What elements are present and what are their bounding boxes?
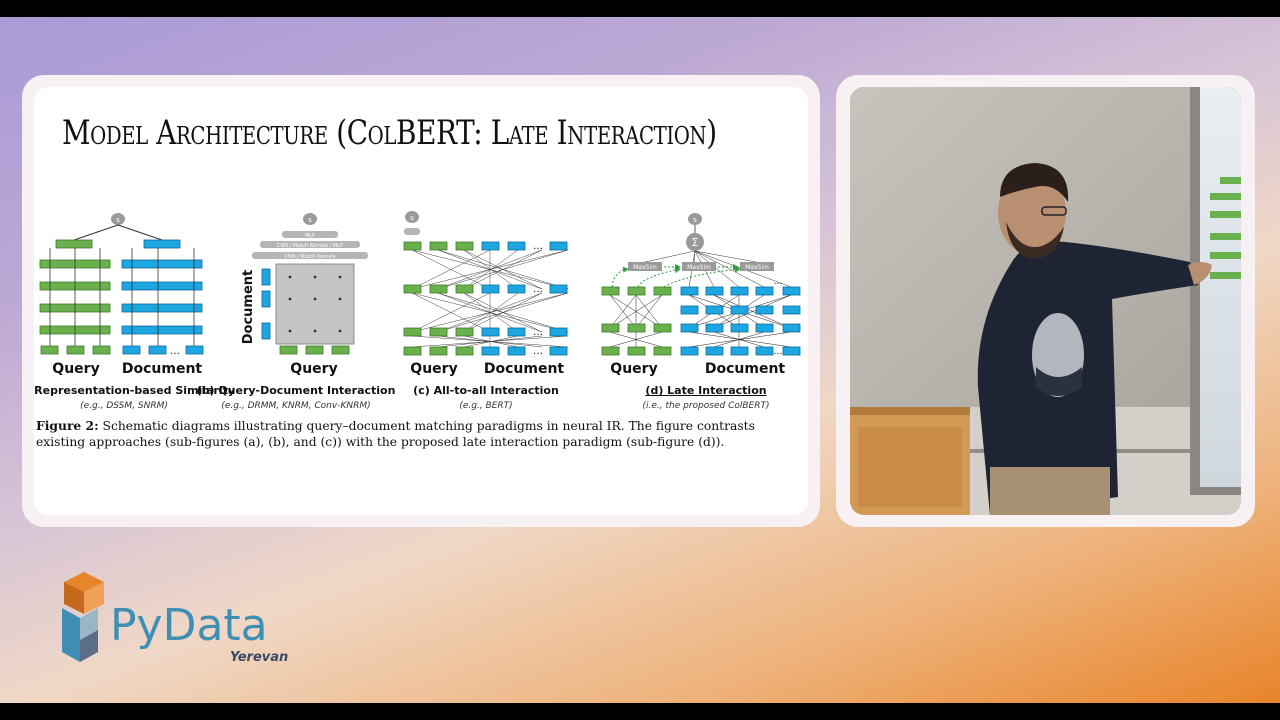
- slide-frame: Model Architecture (ColBERT: Late Intera…: [22, 75, 820, 527]
- letterbox-top: [0, 0, 1280, 17]
- pydata-cube-icon: [62, 572, 104, 662]
- svg-text:…: …: [533, 241, 543, 252]
- figure-caption-lead: Figure 2:: [36, 418, 99, 433]
- figure-caption-text: Schematic diagrams illustrating query–do…: [36, 419, 755, 449]
- speaker-scene: [850, 87, 1241, 515]
- panel-d-caption: (d) Late Interaction: [645, 384, 767, 397]
- svg-text:s: s: [693, 216, 697, 224]
- pydata-wordmark: PyData: [110, 600, 268, 651]
- speaker-hand: [1188, 262, 1212, 285]
- svg-text:MaxSim: MaxSim: [745, 264, 769, 271]
- panel-b-caption: (b) Query-Document Interaction: [196, 384, 396, 397]
- panel-d-query-label: Query: [610, 361, 657, 377]
- slide-title: Model Architecture (ColBERT: Late Intera…: [62, 113, 717, 153]
- panel-d-diagram: s Σ MaxSim MaxSim MaxSim: [601, 213, 801, 377]
- panel-c-diagram: s: [403, 211, 569, 377]
- panel-d-example: (i.e., the proposed ColBERT): [642, 401, 770, 411]
- svg-text:…: …: [533, 327, 543, 338]
- figure-caption: Figure 2: Schematic diagrams illustratin…: [36, 418, 796, 450]
- panel-c-query-label: Query: [410, 361, 457, 377]
- speaker-face: [998, 171, 1066, 255]
- panel-c-example: (e.g., BERT): [459, 401, 513, 411]
- figure-diagram: s: [39, 211, 801, 377]
- speaker-pants: [990, 467, 1110, 515]
- pydata-city: Yerevan: [230, 650, 289, 665]
- svg-text:…: …: [533, 284, 543, 295]
- panel-a-example: (e.g., DSSM, SNRM): [80, 401, 168, 411]
- speaker-body: [977, 241, 1198, 515]
- figure-2: s: [34, 207, 808, 422]
- score-node-label: s: [116, 216, 120, 224]
- panel-a-caption: (a) Representation-based Similarity: [34, 384, 236, 397]
- panel-c-caption: (c) All-to-all Interaction: [413, 384, 559, 397]
- letterbox-bottom: [0, 703, 1280, 720]
- panel-a-diagram: s: [39, 213, 204, 377]
- sum-symbol: Σ: [692, 236, 699, 249]
- svg-text:CNN / Match Kernels / MLP: CNN / Match Kernels / MLP: [277, 243, 343, 249]
- svg-text:CNN / Match Kernels: CNN / Match Kernels: [285, 254, 336, 260]
- svg-text:s: s: [410, 214, 414, 222]
- svg-text:…: …: [774, 347, 783, 357]
- speaker-hair: [1000, 163, 1069, 202]
- svg-text:…: …: [170, 346, 180, 357]
- svg-text:MaxSim: MaxSim: [633, 264, 657, 271]
- video-stage: Model Architecture (ColBERT: Late Intera…: [0, 17, 1280, 703]
- panel-b-document-label: Document: [241, 270, 256, 345]
- speaker-camera-feed: [850, 87, 1241, 515]
- projector-screen: [1200, 87, 1241, 487]
- presentation-slide: Model Architecture (ColBERT: Late Intera…: [34, 87, 808, 515]
- pydata-logo: PyData Yerevan: [58, 572, 308, 682]
- panel-b-diagram: s MLP CNN / Match Kernels / MLP CNN / Ma…: [241, 213, 368, 377]
- panel-d-document-label: Document: [705, 361, 786, 377]
- panel-a-query-label: Query: [52, 361, 99, 377]
- svg-text:MLP: MLP: [305, 233, 315, 239]
- panel-b-example: (e.g., DRMM, KNRM, Conv-KNRM): [221, 401, 371, 411]
- svg-text:…: …: [774, 277, 783, 287]
- camera-frame: [836, 75, 1255, 527]
- panel-a-document-label: Document: [122, 361, 203, 377]
- svg-text:s: s: [308, 216, 312, 224]
- svg-text:MaxSim: MaxSim: [687, 264, 711, 271]
- panel-b-query-label: Query: [290, 361, 337, 377]
- panel-c-document-label: Document: [484, 361, 565, 377]
- svg-text:…: …: [533, 346, 543, 357]
